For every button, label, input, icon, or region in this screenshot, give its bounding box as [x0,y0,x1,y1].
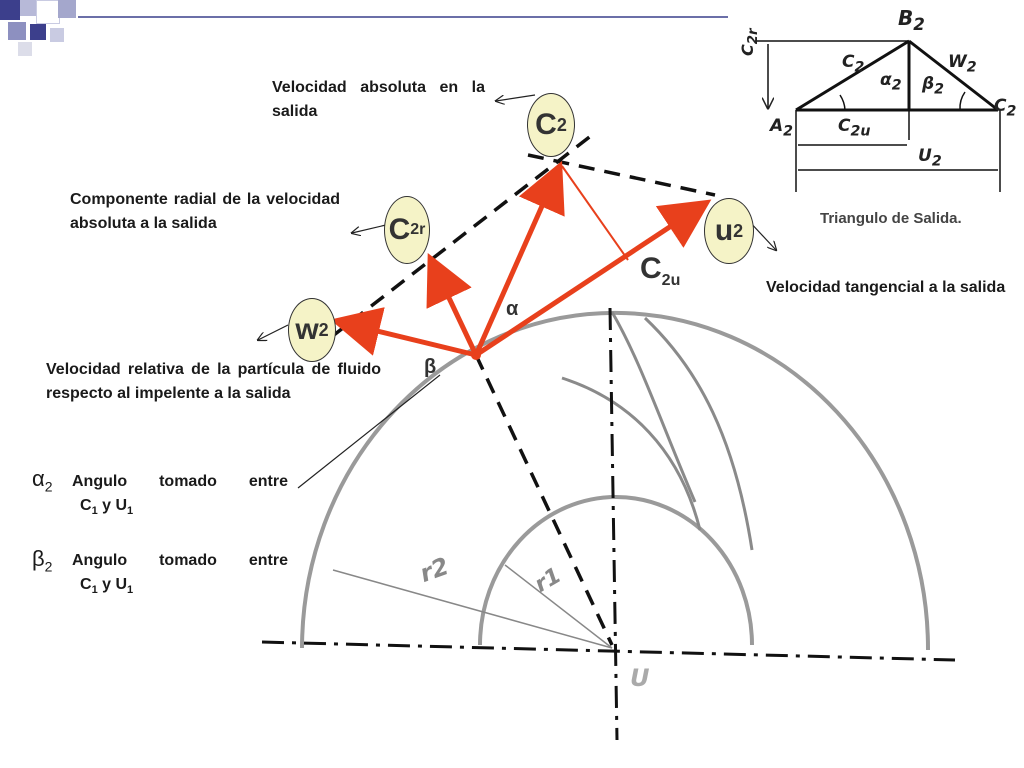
beta2-definition: Angulo tomado entre C1 y U1 [72,552,288,597]
label-c2u: C2u [640,252,681,289]
vector-u2 [474,199,712,358]
inset-label-c2: C2 [842,52,865,76]
inset-label-beta2: β2 [922,74,945,98]
inset-label-c2-right: C2 [994,96,1017,120]
leader-lines [258,94,776,489]
c2u-line [561,165,629,261]
inset-caption: Triangulo de Salida. [820,210,962,227]
label-relative-velocity: Velocidad relativa de la partícula de fl… [46,361,381,402]
vector-origin [471,350,481,360]
inset-label-u2: U2 [918,146,942,170]
inset-label-w2: W2 [948,52,977,76]
diagram-beta: β [424,356,437,378]
alpha2-definition: Angulo tomado entre C1 y U1 [72,473,288,518]
inset-label-c2r: C2r [738,28,762,56]
decorative-squares [0,0,90,60]
diagram-alpha: α [506,298,519,320]
inset-label-alpha2: α2 [880,70,902,94]
label-absolute-velocity: Velocidad absoluta en la salida [272,79,485,120]
inset-label-b2: B2 [898,6,925,34]
center-lines [261,307,956,741]
vector-c2 [473,160,565,357]
decorative-line [78,16,728,18]
label-tangential-velocity: Velocidad tangencial a la salida [766,279,1006,296]
center-label-u: U [630,664,650,692]
inset-label-a2: A2 [770,116,794,140]
impeller-outer-circle [300,310,931,651]
label-radial-component: Componente radial de la velocidad absolu… [70,191,340,232]
radius-lines [332,564,613,649]
vector-w2 [330,307,477,358]
vector-c2r [426,252,479,357]
velocity-vectors [330,160,712,358]
alpha2-symbol: α2 [32,466,53,495]
inset-label-c2u: C2u [838,116,871,140]
impeller-inner-circle [478,495,754,646]
beta2-symbol: β2 [32,546,53,575]
inset-triangle [733,12,1015,192]
impeller-blades [561,311,754,551]
